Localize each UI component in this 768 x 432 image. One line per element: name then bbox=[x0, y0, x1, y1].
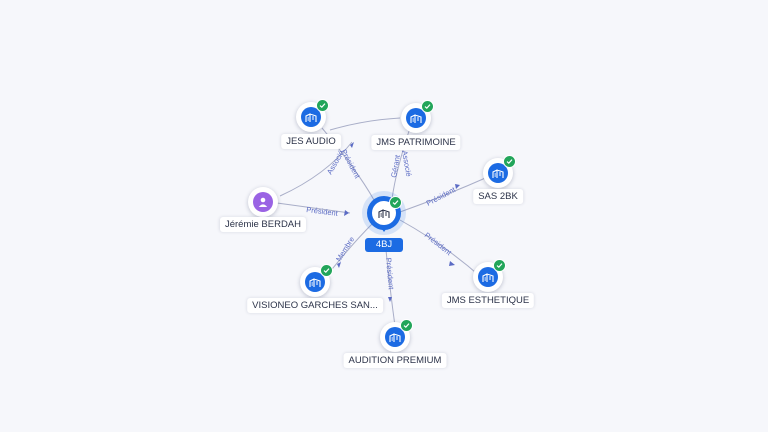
edge-label-center-sas-2bk: Président bbox=[425, 185, 458, 208]
building-icon bbox=[492, 169, 504, 178]
edge-center-sas-2bk bbox=[399, 175, 491, 213]
building-icon bbox=[389, 333, 401, 342]
edge-label-center-jms-patrimoine-2: Associé bbox=[400, 150, 413, 177]
node-label: JMS PATRIMOINE bbox=[371, 135, 461, 150]
edge-label-center-visioneo: Membre bbox=[334, 235, 356, 263]
node-label: SAS 2BK bbox=[473, 189, 523, 204]
person-bubble[interactable] bbox=[248, 187, 278, 217]
edge-label-berdah-center: Président bbox=[306, 205, 339, 218]
edge-label-center-jms-esthetique: Président bbox=[423, 230, 454, 257]
edge-label-center-jes-audio: Président bbox=[339, 148, 362, 181]
verified-check-icon bbox=[503, 155, 516, 168]
arrow-berdah-center bbox=[344, 210, 349, 216]
building-icon bbox=[309, 278, 321, 287]
edge-jes-audio-jms-patrimoine bbox=[329, 117, 401, 131]
node-label: JMS ESTHETIQUE bbox=[441, 293, 535, 308]
edge-berdah-center bbox=[276, 202, 351, 214]
verified-check-icon bbox=[421, 100, 434, 113]
arrow-center-sas-2bk bbox=[455, 184, 460, 189]
node-label: JES AUDIO bbox=[281, 134, 341, 149]
edge-label-center-audition-premium: Président bbox=[384, 257, 396, 290]
arrow-berdah-jes-audio bbox=[350, 142, 354, 148]
verified-check-icon bbox=[320, 264, 333, 277]
arrow-center-jms-esthetique bbox=[449, 261, 455, 266]
arrow-center-audition-premium bbox=[388, 297, 392, 302]
building-icon bbox=[378, 209, 390, 218]
arrow-center-visioneo bbox=[337, 262, 341, 268]
node-label: Jérémie BERDAH bbox=[219, 217, 307, 232]
building-icon bbox=[410, 114, 422, 123]
building-icon bbox=[305, 113, 317, 122]
building-icon bbox=[482, 273, 494, 282]
edge-center-audition-premium bbox=[385, 249, 396, 327]
verified-check-icon bbox=[389, 196, 402, 209]
edge-berdah-jes-audio bbox=[279, 141, 353, 197]
verified-check-icon bbox=[316, 99, 329, 112]
verified-check-icon bbox=[493, 259, 506, 272]
center-node-label[interactable]: 4BJ bbox=[365, 238, 403, 252]
edge-label-center-jms-patrimoine-1: Gérant bbox=[389, 153, 402, 178]
node-label: VISIONEO GARCHES SAN... bbox=[247, 298, 383, 313]
verified-check-icon bbox=[400, 319, 413, 332]
person-icon bbox=[258, 197, 268, 207]
node-label: AUDITION PREMIUM bbox=[343, 353, 447, 368]
